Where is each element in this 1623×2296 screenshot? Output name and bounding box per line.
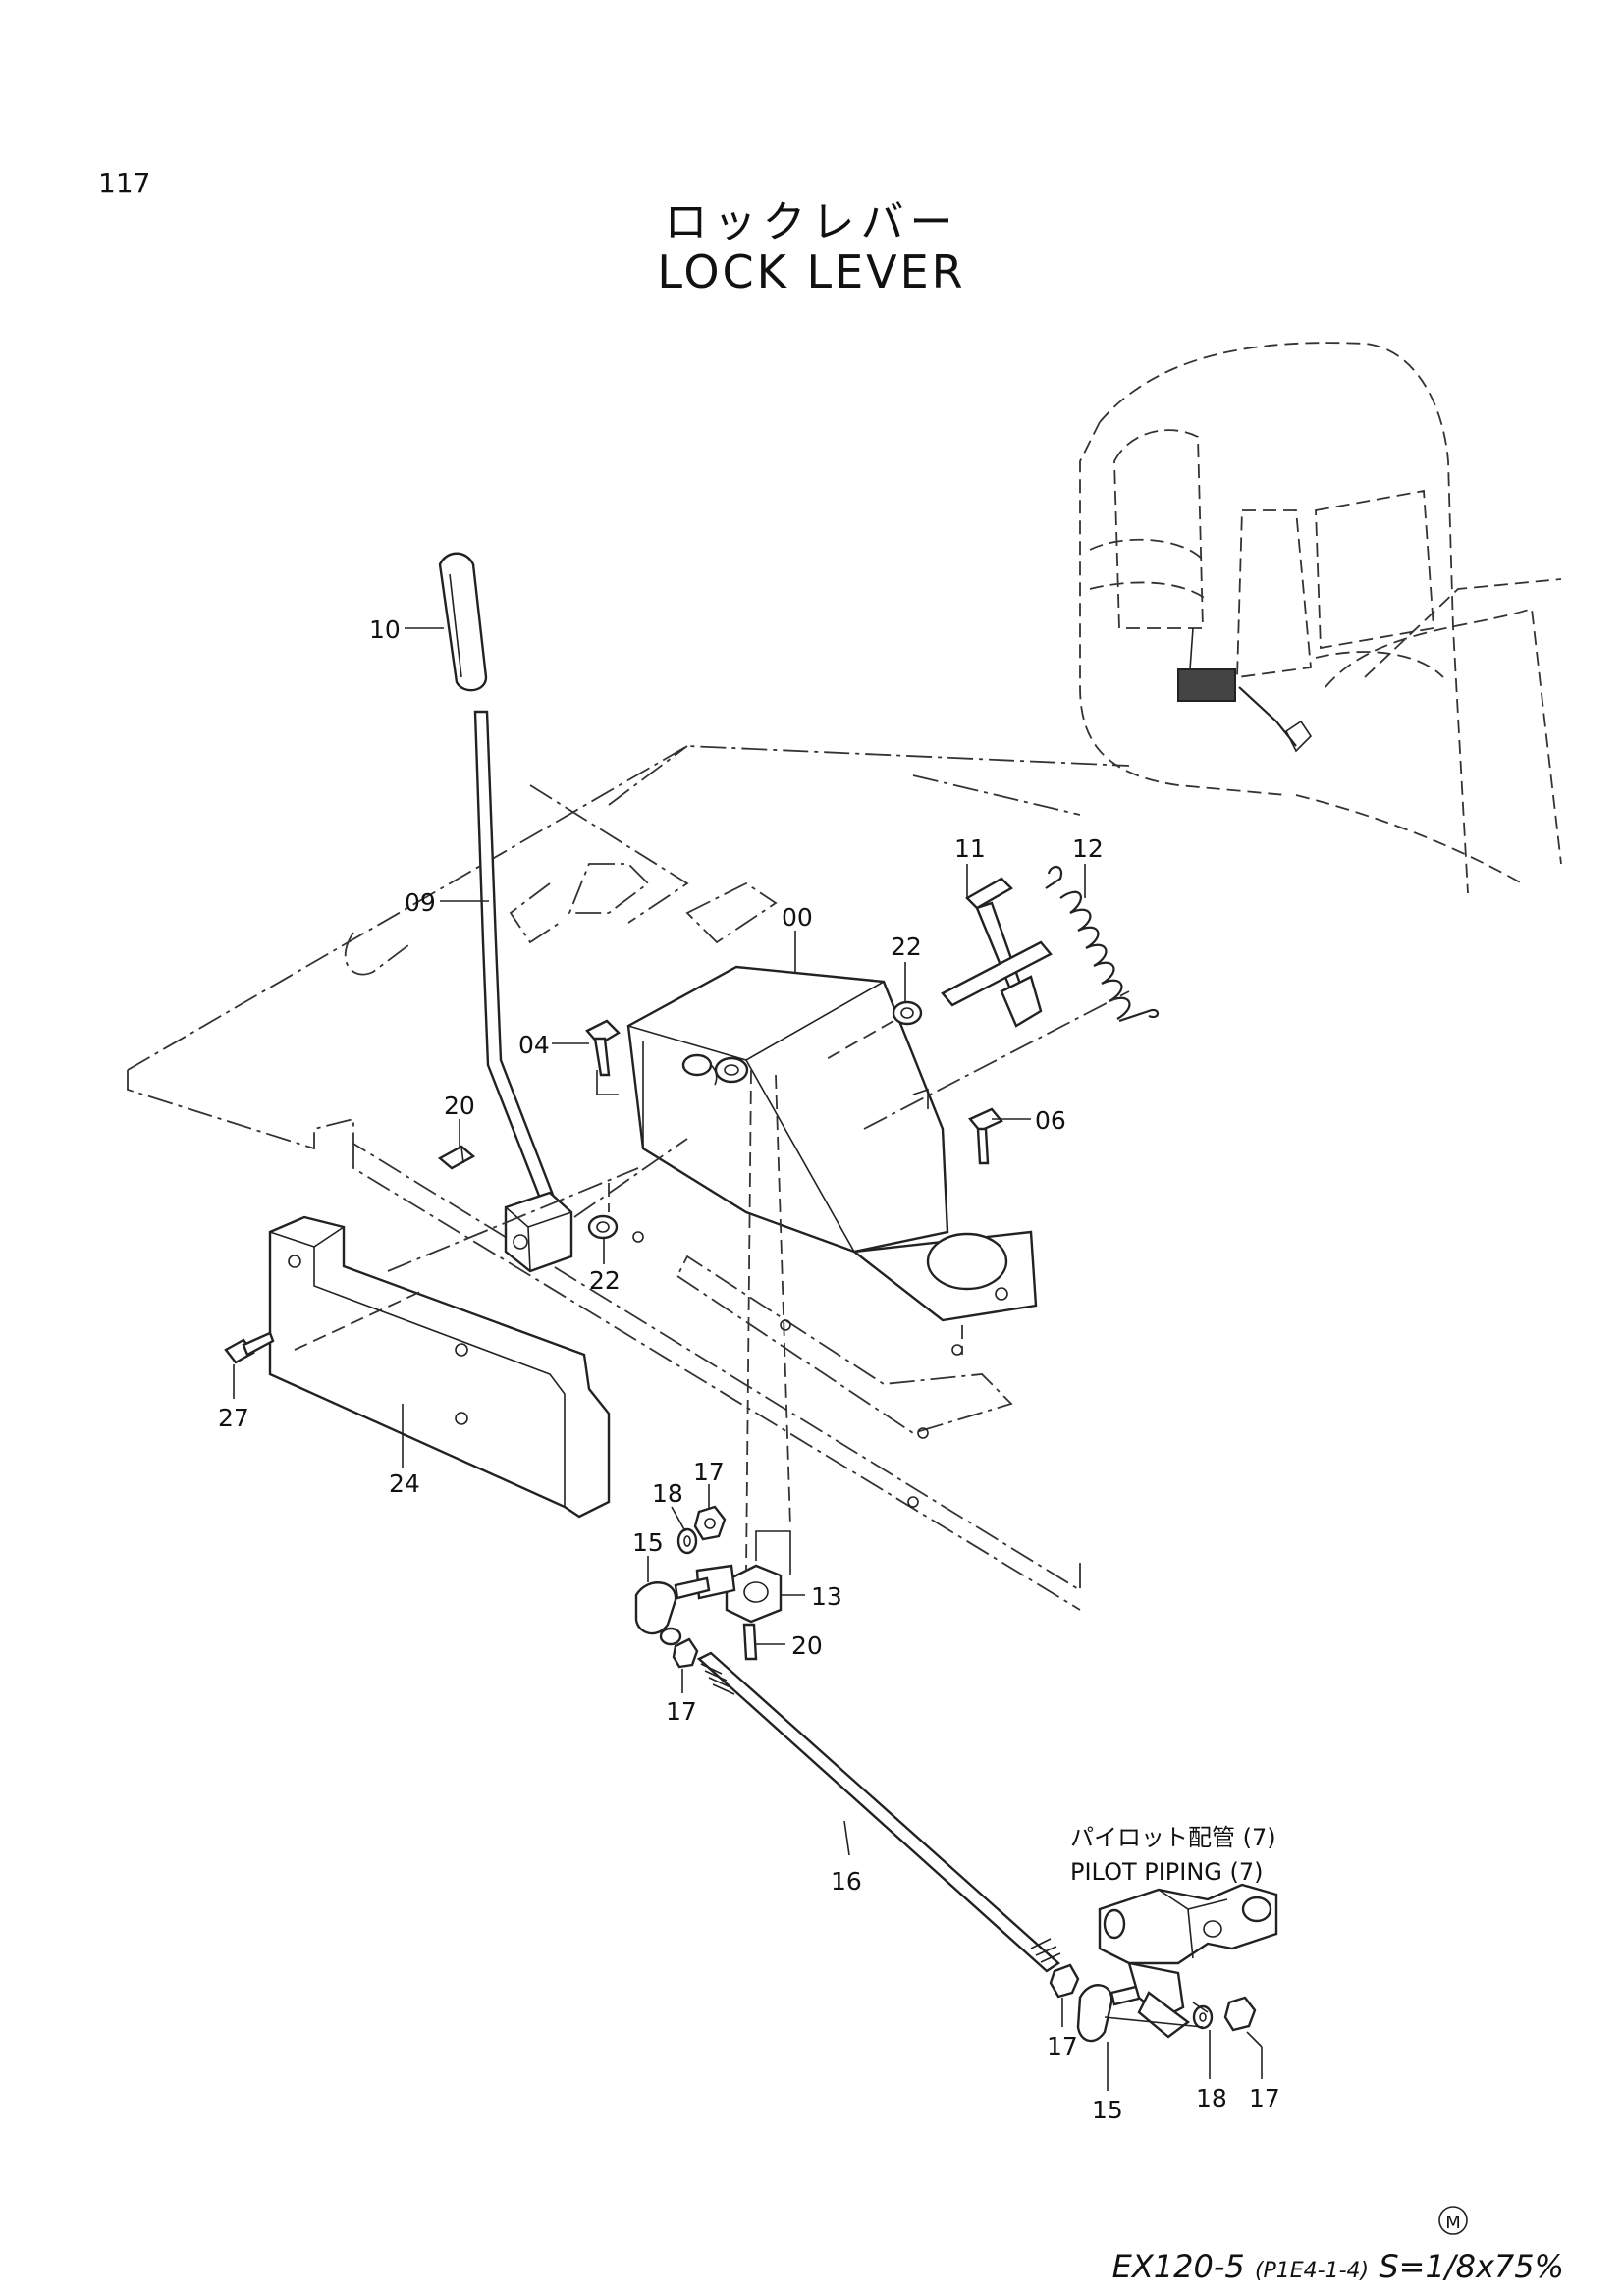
callout-20-lower: 20 xyxy=(791,1631,823,1660)
callout-12: 12 xyxy=(1072,834,1104,863)
pin-20-upper xyxy=(437,1145,476,1170)
cab-location-inset xyxy=(1079,342,1562,894)
callout-17-mid: 17 xyxy=(666,1697,697,1726)
callout-15-lower: 15 xyxy=(1092,2096,1123,2124)
callout-24: 24 xyxy=(389,1469,420,1498)
inset-title-english: PILOT PIPING (7) xyxy=(1070,1858,1264,1886)
bushing-22-lower xyxy=(587,1214,619,1240)
bolt-27 xyxy=(224,1331,275,1364)
ball-joint-15-top xyxy=(634,1576,711,1635)
callout-18-top: 18 xyxy=(652,1479,683,1508)
callout-27: 27 xyxy=(218,1404,249,1432)
manufacturer-mark: M xyxy=(1438,2206,1468,2235)
washer-18-top xyxy=(676,1527,698,1555)
pilot-valve-inset xyxy=(1098,1883,1278,2039)
manufacturer-mark-letter: M xyxy=(1445,2213,1461,2233)
cover-plate-24 xyxy=(268,1215,611,1519)
callout-17-lower-left: 17 xyxy=(1047,2032,1078,2060)
callout-22-upper: 22 xyxy=(891,933,922,961)
callout-18-lower: 18 xyxy=(1196,2084,1227,2112)
callout-13: 13 xyxy=(811,1582,842,1611)
callout-04: 04 xyxy=(518,1031,550,1059)
callout-leaders xyxy=(233,627,1263,2091)
callout-11: 11 xyxy=(954,834,986,863)
lever-pivot-block xyxy=(504,1191,573,1273)
bracket-13 xyxy=(695,1530,791,1624)
model-number: EX120-5 xyxy=(1111,2248,1245,2285)
callout-20-upper: 20 xyxy=(444,1092,475,1120)
inset-title-japanese: パイロット配管 (7) xyxy=(1070,1824,1276,1851)
callout-15-top: 15 xyxy=(632,1528,664,1557)
callout-17-lower-right: 17 xyxy=(1249,2084,1280,2112)
assembly-guide-lines xyxy=(294,990,1209,2028)
bushing-pivot xyxy=(714,1056,749,1084)
spring-12 xyxy=(1045,866,1160,1023)
callout-09: 09 xyxy=(405,888,436,917)
callout-22-lower: 22 xyxy=(589,1266,621,1295)
bell-crank-11 xyxy=(941,877,1053,1028)
drawing-scale: S=1/8x75% xyxy=(1379,2248,1564,2285)
callout-17-top: 17 xyxy=(693,1458,725,1486)
callout-16: 16 xyxy=(831,1867,862,1896)
nut-17-top xyxy=(693,1505,727,1541)
pin-20-lower xyxy=(742,1623,758,1661)
callout-10: 10 xyxy=(369,615,401,644)
drawing-code: (P1E4-1-4) xyxy=(1254,2259,1370,2283)
title-japanese: ロックレバー xyxy=(664,197,959,247)
callout-labels: 10 09 00 11 12 22 04 20 22 06 27 24 18 1… xyxy=(218,615,1280,2124)
nut-17-lower-right xyxy=(1223,1996,1257,2032)
footer-model-info: EX120-5 (P1E4-1-4) S=1/8x75% xyxy=(1112,2248,1564,2285)
title-english: LOCK LEVER xyxy=(657,245,966,298)
callout-06: 06 xyxy=(1035,1106,1066,1135)
rod-16 xyxy=(696,1651,1061,1973)
nut-17-lower-left xyxy=(1049,1963,1080,1999)
page-number: 117 xyxy=(98,167,151,199)
nut-17-mid xyxy=(659,1627,699,1669)
bushing-22-upper xyxy=(892,1000,923,1026)
bolt-06 xyxy=(968,1107,1003,1165)
lever-box-housing-00 xyxy=(626,965,1038,1322)
lever-grip-10 xyxy=(438,552,488,692)
lever-rod-09 xyxy=(473,710,560,1215)
bolt-04 xyxy=(585,1019,621,1077)
pilot-piping-caption: パイロット配管 (7) PILOT PIPING (7) xyxy=(1070,1824,1276,1886)
floor-plate-outline xyxy=(127,745,1130,1611)
callout-00: 00 xyxy=(782,903,813,932)
